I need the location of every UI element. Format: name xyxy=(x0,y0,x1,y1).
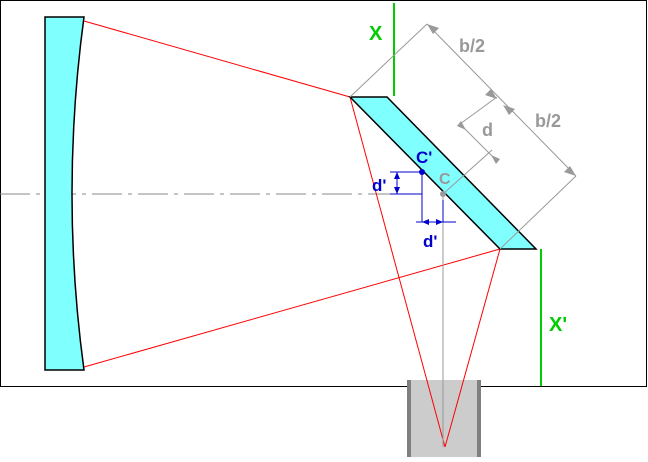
dimension-arrowheads xyxy=(427,24,576,176)
dimension-lines xyxy=(349,23,577,250)
eyepiece-tube xyxy=(409,380,479,457)
light-rays xyxy=(83,20,501,448)
label-c-prime: C' xyxy=(416,148,432,167)
label-d-prime-horizontal: d' xyxy=(423,232,437,251)
label-b-half-2: b/2 xyxy=(535,111,561,131)
point-c-prime xyxy=(419,169,425,175)
offset-arrowheads xyxy=(394,172,443,225)
label-x-top: X xyxy=(369,23,383,45)
secondary-mirror xyxy=(348,96,538,250)
label-d-prime-vertical: d' xyxy=(372,176,386,195)
label-c: C xyxy=(439,171,451,188)
label-b-half-1: b/2 xyxy=(459,36,485,56)
label-x-bottom: X' xyxy=(549,314,567,336)
label-d: d xyxy=(482,120,493,140)
primary-mirror xyxy=(44,16,85,371)
point-c xyxy=(440,191,446,197)
